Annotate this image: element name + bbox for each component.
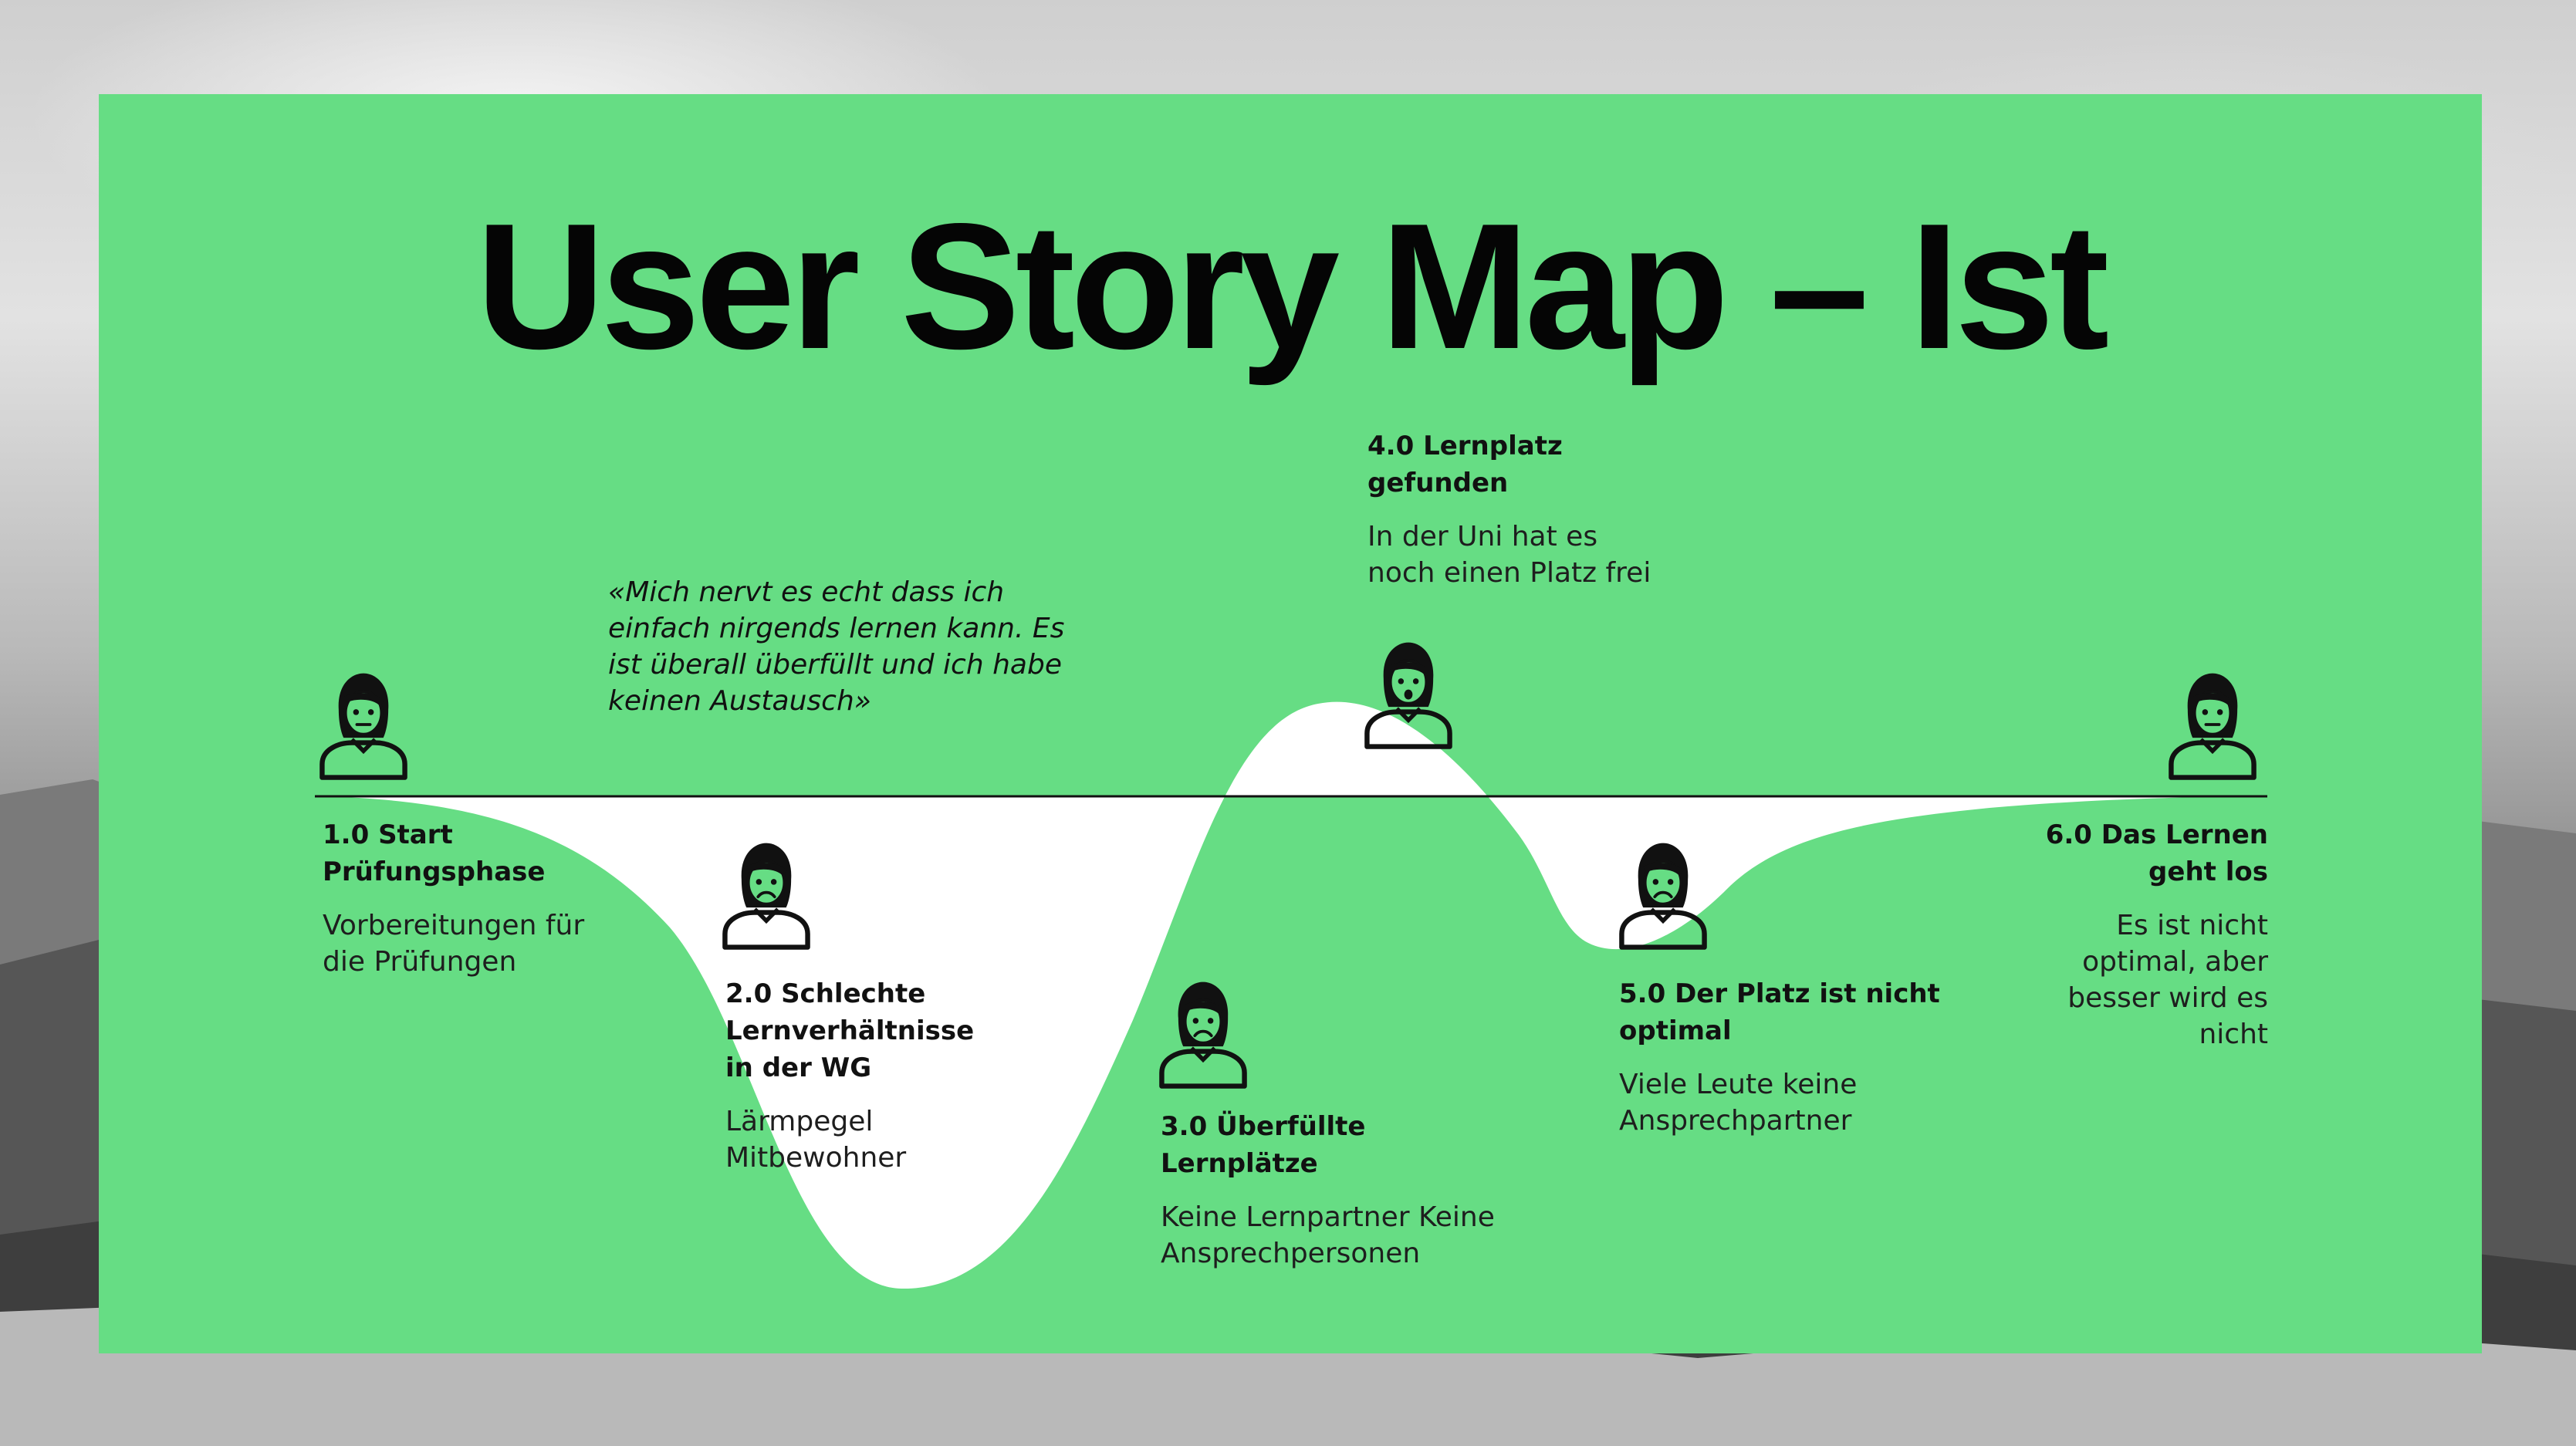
step-title: 1.0 Start Prüfungsphase xyxy=(323,819,546,887)
step-title: 6.0 Das Lernen geht los xyxy=(2045,819,2268,887)
step-3-label: 3.0 Überfüllte Lernplätze Keine Lernpart… xyxy=(1161,1108,1523,1272)
step-description: Keine Lernpartner Keine Ansprechpersonen xyxy=(1161,1201,1495,1269)
step-title: 4.0 Lernplatz gefunden xyxy=(1367,431,1563,498)
step-2-label: 2.0 Schlechte Lernverhältnisse in der WG… xyxy=(725,975,1003,1176)
step-5-label: 5.0 Der Platz ist nicht optimal Viele Le… xyxy=(1619,975,1974,1139)
step-description: Es ist nicht optimal, aber besser wird e… xyxy=(2067,910,2268,1050)
person-sad-icon xyxy=(1613,836,1713,952)
person-neutral-icon xyxy=(313,667,414,782)
emotion-curve xyxy=(315,701,2267,1289)
step-1-label: 1.0 Start Prüfungsphase Vorbereitungen f… xyxy=(323,816,600,980)
user-quote: «Mich nervt es echt dass ich einfach nir… xyxy=(608,576,1065,717)
page-title: User Story Map – Ist xyxy=(475,187,2110,387)
story-map-panel: User Story Map – Ist «Mich nervt es echt… xyxy=(99,94,2482,1353)
step-title: 5.0 Der Platz ist nicht optimal xyxy=(1619,978,1940,1046)
step-description: In der Uni hat es noch einen Platz frei xyxy=(1367,521,1651,589)
person-surprised-icon xyxy=(1358,636,1459,752)
step-title: 2.0 Schlechte Lernverhältnisse in der WG xyxy=(725,978,975,1083)
person-sad-icon xyxy=(1153,975,1253,1091)
step-description: Lärmpegel Mitbewohner xyxy=(725,1106,907,1174)
person-sad-icon xyxy=(716,836,816,952)
emotion-curve-fill xyxy=(323,701,2267,1289)
step-6-label: 6.0 Das Lernen geht los Es ist nicht opt… xyxy=(2002,816,2268,1052)
step-title: 3.0 Überfüllte Lernplätze xyxy=(1161,1111,1366,1179)
step-description: Viele Leute keine Ansprechpartner xyxy=(1619,1069,1858,1137)
person-neutral-icon xyxy=(2162,667,2263,782)
step-4-label: 4.0 Lernplatz gefunden In der Uni hat es… xyxy=(1367,427,1661,591)
step-description: Vorbereitungen für die Prüfungen xyxy=(323,910,585,978)
